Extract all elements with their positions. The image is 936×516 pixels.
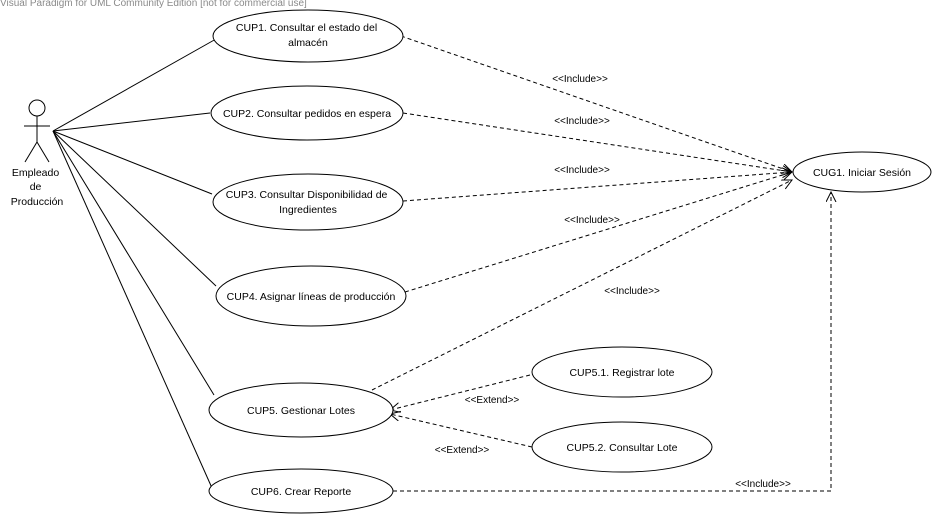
- use-case-cup2-ellipse: [210, 85, 404, 141]
- use-case-cup51[interactable]: CUP5.1. Registrar lote: [531, 346, 713, 398]
- dependencies: [371, 35, 831, 492]
- use-case-cup52-label: CUP5.2. Consultar Lote: [567, 442, 678, 454]
- use-case-cup51-label: CUP5.1. Registrar lote: [569, 367, 674, 379]
- assoc-cup6: [52, 130, 213, 489]
- include-label-3: <<Include>>: [554, 165, 610, 176]
- assoc-cup1: [52, 38, 217, 132]
- actor-left-leg: [24, 141, 38, 163]
- use-case-cup3[interactable]: CUP3. Consultar Disponibilidad de Ingred…: [212, 173, 404, 231]
- use-case-cup6[interactable]: CUP6. Crear Reporte: [208, 468, 394, 514]
- include-line-cup3: [402, 172, 792, 202]
- use-case-cup6-label: CUP6. Crear Reporte: [251, 486, 352, 498]
- use-case-cup52-label-line-1: CUP5.2. Consultar Lote: [567, 442, 678, 454]
- use-case-cup1-label: CUP1. Consultar el estado del almacén: [236, 22, 380, 49]
- associations: [52, 38, 217, 489]
- use-case-cup1-ellipse: [212, 9, 404, 63]
- include-line-cup2: [402, 112, 792, 172]
- include-label-2: <<Include>>: [554, 116, 610, 127]
- use-case-cug1[interactable]: CUG1. Iniciar Sesión: [792, 151, 932, 193]
- actor-empleado-produccion[interactable]: [24, 99, 50, 163]
- use-case-cup5-label-line-1: CUP5. Gestionar Lotes: [247, 405, 355, 417]
- include-line-cup6: [393, 192, 831, 492]
- include-label-6: <<Include>>: [735, 479, 791, 490]
- assoc-cup5: [52, 130, 215, 396]
- use-case-cup2-label-line-1: CUP2. Consultar pedidos en espera: [223, 108, 391, 120]
- extend-line-cup52: [390, 414, 533, 448]
- use-case-cup3-ellipse: [212, 173, 404, 231]
- use-case-cug1-label: CUG1. Iniciar Sesión: [813, 167, 911, 179]
- include-line-cup4: [404, 172, 792, 293]
- extend-line-cup51: [390, 374, 531, 410]
- use-case-cup51-ellipse: [531, 346, 713, 398]
- include-label-5: <<Include>>: [604, 286, 660, 297]
- extend-label-2: <<Extend>>: [435, 445, 490, 456]
- use-case-cup4-label: CUP4. Asignar líneas de producción: [227, 291, 396, 303]
- include-line-cup1: [400, 35, 792, 172]
- use-case-cup4-label-line-1: CUP4. Asignar líneas de producción: [227, 291, 396, 303]
- watermark-text: Visual Paradigm for UML Community Editio…: [0, 0, 307, 9]
- use-case-cup1-label-line-2: almacén: [288, 37, 328, 49]
- use-case-cup3-label-line-2: Ingredientes: [279, 204, 337, 216]
- use-case-cug1-ellipse: [792, 151, 932, 193]
- assoc-cup2: [52, 112, 211, 132]
- actor-right-leg: [36, 141, 50, 163]
- include-label-1: <<Include>>: [552, 74, 608, 85]
- use-case-cup1-label-line-1: CUP1. Consultar el estado del: [236, 22, 377, 34]
- extend-label-1: <<Extend>>: [465, 395, 520, 406]
- use-case-cup52[interactable]: CUP5.2. Consultar Lote: [531, 421, 713, 473]
- assoc-cup3: [52, 130, 213, 195]
- actor-head: [28, 99, 46, 117]
- use-case-cup2-label: CUP2. Consultar pedidos en espera: [223, 108, 391, 120]
- use-case-cup5[interactable]: CUP5. Gestionar Lotes: [208, 382, 394, 438]
- actor-label-line-2: de: [30, 181, 42, 193]
- use-case-cup52-ellipse: [531, 421, 713, 473]
- actor-label-line-3: Producción: [11, 196, 64, 208]
- include-line-cup5: [371, 180, 792, 391]
- use-case-cug1-label-line-1: CUG1. Iniciar Sesión: [813, 167, 911, 179]
- use-case-cup3-label: CUP3. Consultar Disponibilidad de Ingred…: [226, 189, 391, 216]
- use-case-cup4[interactable]: CUP4. Asignar líneas de producción: [215, 265, 407, 327]
- use-case-cup6-ellipse: [208, 468, 394, 514]
- include-label-4: <<Include>>: [564, 215, 620, 226]
- assoc-cup4: [52, 130, 217, 287]
- actor-label: Empleado de Producción: [11, 167, 64, 208]
- use-case-cup2[interactable]: CUP2. Consultar pedidos en espera: [210, 85, 404, 141]
- use-case-cup5-label: CUP5. Gestionar Lotes: [247, 405, 355, 417]
- use-case-cup51-label-line-1: CUP5.1. Registrar lote: [569, 367, 674, 379]
- relation-labels: <<Include>> <<Include>> <<Include>> <<In…: [435, 74, 791, 490]
- actor-label-line-1: Empleado: [12, 167, 59, 179]
- use-case-cup4-ellipse: [215, 265, 407, 327]
- use-case-cup6-label-line-1: CUP6. Crear Reporte: [251, 486, 352, 498]
- use-case-cup5-ellipse: [208, 382, 394, 438]
- use-case-cup1[interactable]: CUP1. Consultar el estado del almacén: [212, 9, 404, 63]
- use-case-cup3-label-line-1: CUP3. Consultar Disponibilidad de: [226, 189, 388, 201]
